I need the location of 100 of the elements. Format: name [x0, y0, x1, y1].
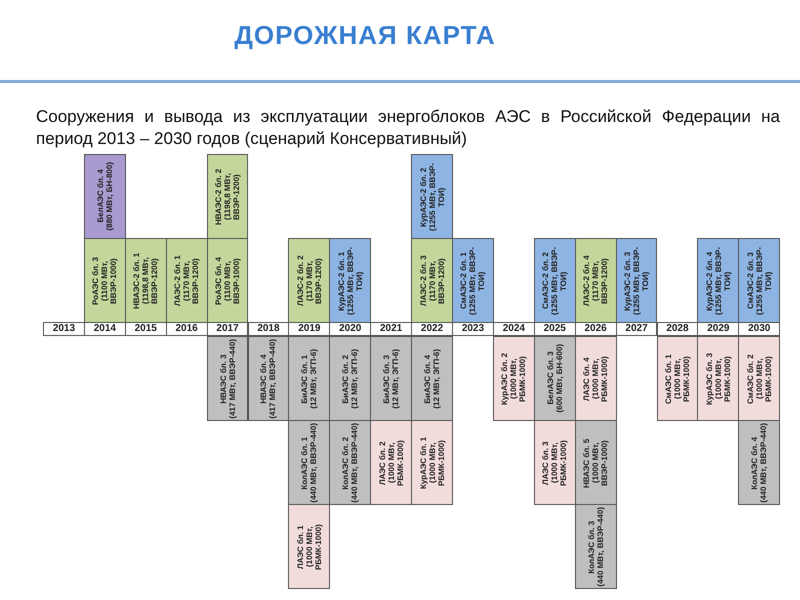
unit-spec: (12 МВт, ЭГП-6) [391, 348, 400, 408]
unit-block [656, 336, 698, 421]
unit-block [492, 336, 535, 421]
unit-block [166, 238, 208, 323]
unit-name: РоАЭС бл. 3 [91, 256, 100, 307]
unit-spec: (1255 МВт, ВВЭР-ТОИ) [754, 245, 773, 317]
unit-name: КурАЭС-2 бл. 4 [704, 250, 714, 312]
unit-name: КурАЭС-2 бл. 3 [623, 250, 632, 312]
unit-spec: (1255 МВт, ВВЭР-ТОИ) [468, 245, 486, 317]
unit-spec: (1170 МВт, ВВЭР-1200) [428, 256, 446, 306]
unit-block [574, 238, 617, 323]
unit-spec: (880 МВт, БН-800) [104, 162, 114, 231]
unit-name: КурАЭС бл. 3 [704, 351, 714, 407]
unit-name: ЛАЭС-2 бл. 4 [582, 254, 592, 308]
unit-block [329, 238, 372, 323]
unit-spec: (1000 МВт, РБМК-1000) [509, 354, 528, 404]
unit-spec: (440 МВт, ВВЭР-440) [350, 422, 360, 502]
unit-block [697, 336, 740, 421]
unit-name: БиАЭС бл. 1 [300, 353, 310, 406]
unit-spec: (440 МВт, ВВЭР-440) [309, 422, 318, 502]
unit-name: КолАЭС бл. 2 [341, 435, 350, 492]
unit-block [288, 336, 330, 421]
unit-name: КолАЭС бл. 1 [300, 435, 310, 492]
unit-block [574, 336, 617, 421]
unit-name: СмАЭС бл. 1 [664, 352, 673, 406]
unit-spec: (1170 МВт, ВВЭР-1200) [591, 256, 610, 306]
unit-block [206, 154, 248, 239]
unit-spec: (1000 МВт, РБМК-1000) [672, 354, 691, 404]
unit-name: ЛАЭС бл. 4 [582, 356, 592, 403]
unit-spec: (1000 МВт, РБМК-1000) [386, 438, 405, 488]
unit-spec: (417 МВт, ВВЭР-440) [268, 338, 278, 418]
unit-name: СмАЭС-2 бл. 3 [746, 251, 755, 311]
unit-name: БиАЭС бл. 4 [423, 353, 432, 406]
unit-name: НВАЭС бл. 3 [218, 352, 228, 406]
year-cell: 2024 [492, 322, 535, 336]
unit-spec: (1000 МВт, РБМК-1000) [550, 438, 568, 488]
unit-block [411, 420, 453, 505]
year-cell: 2015 [124, 322, 167, 336]
year-cell: 2020 [329, 322, 372, 336]
unit-name: ЛАЭС бл. 3 [541, 440, 550, 487]
unit-block [411, 238, 453, 323]
unit-name: КолАЭС бл. 4 [750, 435, 760, 492]
unit-block [534, 420, 576, 505]
unit-block [534, 238, 576, 323]
unit-block [288, 420, 330, 505]
unit-spec: (440 МВт, ВВЭР-440) [596, 506, 605, 586]
unit-name: СмАЭС-2 бл. 2 [541, 251, 550, 311]
unit-block [574, 504, 617, 589]
year-cell: 2013 [43, 322, 85, 336]
year-cell: 2014 [84, 322, 126, 336]
unit-block [411, 336, 453, 421]
unit-name: ЛАЭС-2 бл. 3 [418, 254, 428, 308]
unit-block [248, 336, 290, 421]
year-cell: 2022 [411, 322, 453, 336]
unit-name: ЛАЭС-2 бл. 2 [296, 254, 305, 308]
unit-block [206, 336, 248, 421]
unit-name: РоАЭС бл. 4 [214, 256, 224, 307]
subtitle: Сооружения и вывода из эксплуатации энергоблоков АЭС в Российской Федерации на период 2013 – 2030 годов (сценарий Консервативный) [36, 106, 780, 150]
unit-spec: (12 МВт, ЭГП-6) [432, 348, 442, 408]
unit-name: НВАЭС-2 бл. 2 [214, 167, 224, 227]
unit-spec: (1000 МВт, РБМК-1000) [304, 522, 323, 572]
unit-name: ЛАЭС-2 бл. 1 [173, 254, 182, 308]
unit-spec: (1255 МВт, ВВЭР-ТОИ) [714, 245, 732, 317]
unit-name: КурАЭС-2 бл. 2 [418, 166, 428, 228]
unit-spec: (1198,8 МВт, ВВЭР-1200) [223, 172, 242, 222]
unit-block [124, 238, 167, 323]
unit-block [329, 420, 372, 505]
unit-block [370, 420, 412, 505]
unit-name: КурАЭС-2 бл. 1 [336, 250, 346, 312]
unit-spec: (1255 МВт, ВВЭР-ТОИ) [550, 245, 568, 317]
unit-spec: (1198,8 МВт, ВВЭР-1200) [141, 256, 160, 306]
year-cell: 2019 [288, 322, 330, 336]
unit-name: НВАЭС бл. 5 [582, 436, 592, 490]
unit-spec: (1255 МВт, ВВЭР-ТОИ) [346, 245, 364, 317]
unit-spec: (1000 МВт, РБМК-1000) [754, 354, 773, 404]
unit-name: БелАЭС бл. 3 [546, 350, 555, 408]
year-cell: 2026 [574, 322, 617, 336]
year-cell: 2021 [370, 322, 412, 336]
unit-name: НВАЭС-2 бл. 1 [132, 251, 142, 311]
year-cell: 2018 [248, 322, 290, 336]
unit-name: БиАЭС бл. 2 [341, 353, 350, 406]
unit-name: БиАЭС бл. 3 [382, 353, 392, 406]
unit-name: СмАЭС бл. 2 [746, 352, 755, 406]
unit-spec: (1255 МВт, ВВЭР-ТОИ) [632, 245, 650, 317]
unit-block [616, 238, 658, 323]
unit-name: СмАЭС-2 бл. 1 [459, 251, 468, 311]
unit-block [84, 154, 126, 239]
unit-name: БелАЭС бл. 4 [96, 168, 105, 226]
unit-spec: (1000 МВт, РБМК-1000) [591, 354, 610, 404]
unit-block [370, 336, 412, 421]
year-cell: 2030 [738, 322, 780, 336]
unit-name: НВАЭС бл. 4 [259, 352, 268, 406]
unit-name: КурАЭС бл. 2 [500, 351, 510, 407]
page-title: ДОРОЖНАЯ КАРТА [233, 20, 497, 51]
unit-spec: (1170 МВт, ВВЭР-1200) [182, 256, 200, 306]
unit-name: ЛАЭС бл. 1 [296, 524, 305, 571]
unit-block [288, 238, 330, 323]
unit-spec: (1000 МВт, РБМК-1000) [428, 438, 446, 486]
unit-block [411, 154, 453, 239]
unit-block [288, 504, 330, 589]
